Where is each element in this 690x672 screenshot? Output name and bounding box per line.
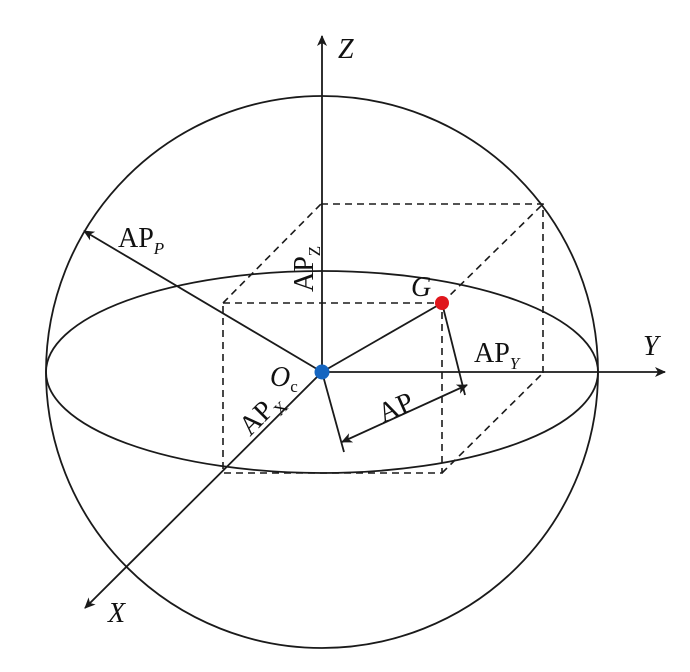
ap-z-label-main: AP — [289, 256, 320, 292]
y-axis-label: Y — [643, 331, 662, 362]
ap-z-label-subscript: Z — [305, 246, 324, 256]
z-axis-label: Z — [338, 34, 354, 65]
origin-point — [314, 364, 330, 380]
ap-p-label-main: AP — [118, 223, 154, 254]
ap-p-radius-arrow — [83, 230, 323, 373]
ap-label: AP — [373, 387, 418, 430]
ap-p-label: APP — [118, 223, 164, 258]
origin-label-subscript: c — [290, 377, 298, 396]
x-axis-label: X — [107, 598, 126, 629]
ap-p-label-subscript: P — [153, 239, 164, 258]
ap-y-label: APY — [474, 338, 521, 373]
origin-label: Oc — [270, 362, 298, 396]
target-point-label: G — [411, 272, 431, 303]
ap-extension-left — [321, 371, 345, 453]
target-point-g — [435, 296, 449, 310]
ap-y-label-main: AP — [474, 338, 510, 369]
origin-to-g-line — [321, 302, 443, 373]
ap-y-label-subscript: Y — [510, 354, 521, 373]
ap-z-label: APZ — [289, 246, 324, 292]
ap-x-label: APX — [233, 386, 292, 445]
ap-extension-right — [441, 302, 466, 396]
ap-dimension-arrow — [341, 384, 468, 443]
origin-label-main: O — [270, 362, 290, 393]
bounding-box — [222, 203, 544, 474]
x-axis — [84, 371, 323, 609]
